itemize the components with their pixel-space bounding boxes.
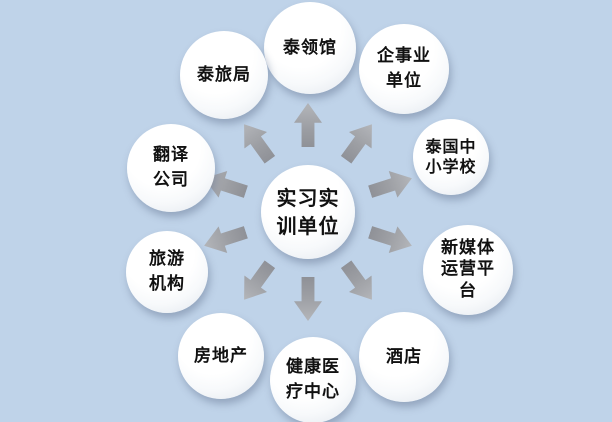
node-label: 健康医 疗中心 xyxy=(286,357,340,402)
radial-arrow-left-down-icon xyxy=(200,219,250,259)
node-label: 翻译 公司 xyxy=(153,145,189,190)
center-node-label: 实习实 训单位 xyxy=(276,186,340,238)
node-label: 企事业 单位 xyxy=(377,46,431,91)
node-travel-agency: 旅游 机构 xyxy=(126,231,208,313)
node-thai-tourism-bureau: 泰旅局 xyxy=(180,31,268,119)
radial-arrow-up-right-icon xyxy=(335,116,384,168)
radial-arrow-right-up-icon xyxy=(366,165,416,205)
node-health-medical-center: 健康医 疗中心 xyxy=(270,337,356,422)
node-real-estate: 房地产 xyxy=(178,313,264,399)
radial-arrow-right-down-icon xyxy=(366,219,416,259)
radial-arrow-down-icon xyxy=(294,277,322,321)
node-label: 泰领馆 xyxy=(283,37,337,58)
radial-arrow-up-icon xyxy=(294,103,322,147)
radial-arrow-down-left-icon xyxy=(233,256,282,308)
node-new-media-operation-platform: 新媒体 运营平 台 xyxy=(423,225,513,315)
node-thai-primary-secondary-schools: 泰国中 小学校 xyxy=(413,119,489,195)
node-enterprises-institutions: 企事业 单位 xyxy=(359,24,449,114)
node-label: 酒店 xyxy=(386,346,422,367)
node-label: 新媒体 运营平 台 xyxy=(441,238,495,301)
node-label: 房地产 xyxy=(194,345,248,366)
node-thai-consulate: 泰领馆 xyxy=(264,2,356,94)
center-node: 实习实 训单位 xyxy=(261,165,355,259)
node-label: 旅游 机构 xyxy=(149,249,185,294)
radial-arrow-up-left-icon xyxy=(233,116,282,168)
node-translation-company: 翻译 公司 xyxy=(127,124,215,212)
node-label: 泰国中 小学校 xyxy=(425,137,477,176)
radial-arrow-down-right-icon xyxy=(335,256,384,308)
node-hotel: 酒店 xyxy=(359,312,449,402)
node-label: 泰旅局 xyxy=(197,64,251,85)
